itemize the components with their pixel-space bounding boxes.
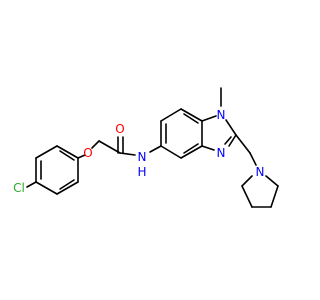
bond (26, 181, 37, 188)
bond (119, 152, 136, 156)
atom-label-amide-n: N (138, 150, 147, 164)
bond (59, 179, 75, 190)
bond (241, 185, 253, 208)
bond (180, 145, 203, 159)
bond (265, 175, 279, 187)
bond (183, 143, 199, 154)
bond (160, 145, 182, 159)
bond (59, 150, 75, 161)
bond (201, 115, 217, 122)
bonds (26, 87, 279, 208)
bond (241, 175, 253, 187)
bond (225, 119, 237, 136)
bond (249, 152, 257, 166)
bond (183, 113, 199, 124)
bond (35, 145, 58, 159)
atom-labels: Cl O O N H N N N (13, 108, 264, 195)
bond (201, 145, 215, 151)
bond (270, 185, 279, 208)
atom-label-n-methyl: N (217, 108, 226, 122)
bond (149, 145, 162, 153)
bond (228, 134, 237, 147)
bond (98, 140, 121, 154)
atom-label-amide-h: H (137, 165, 146, 179)
bond (224, 136, 232, 145)
bond (77, 154, 86, 159)
atom-label-ether-o: O (83, 146, 92, 160)
bond (160, 108, 182, 122)
bond (180, 108, 203, 122)
molecule-structure: Cl O O N H N N N (13, 87, 279, 208)
atom-label-imidazole-n: N (217, 146, 226, 160)
bond (56, 145, 79, 159)
bond (235, 134, 251, 154)
atom-label-cl: Cl (13, 181, 25, 195)
atom-label-pyrrolidine-n: N (256, 165, 265, 179)
bond (91, 140, 100, 149)
atom-label-carbonyl-o: O (115, 122, 124, 136)
bond (56, 181, 79, 195)
bond (35, 181, 58, 195)
